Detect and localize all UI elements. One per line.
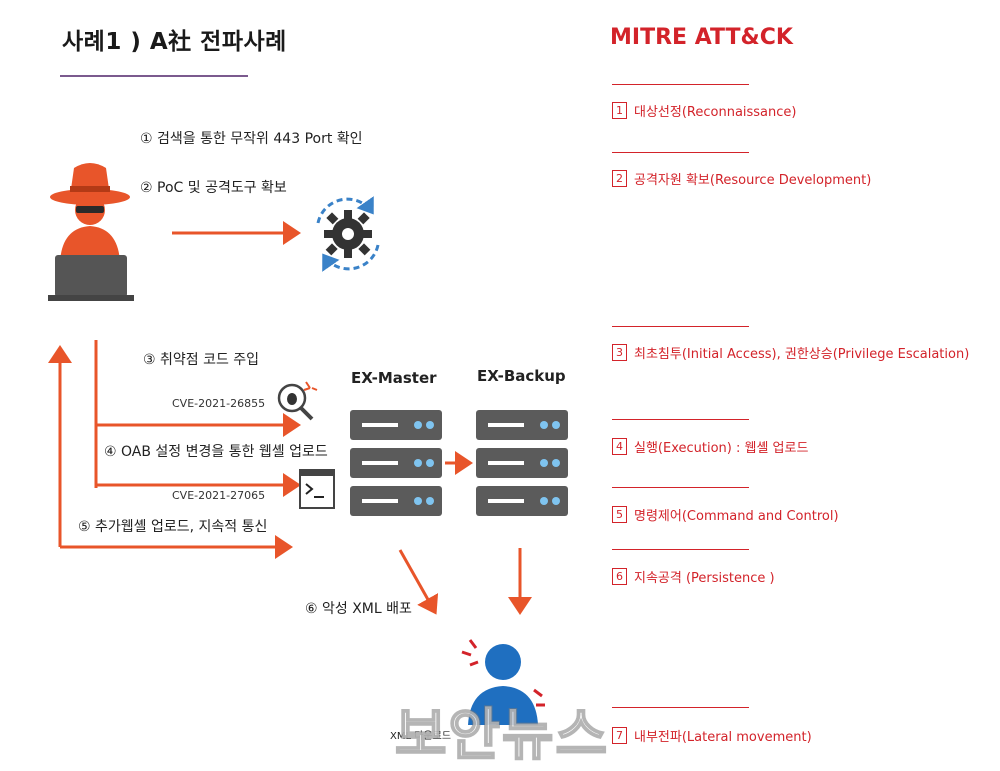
mitre-item-6: 6 지속공격 (Persistence ) [612,567,775,586]
step-3-label: ③ 취약점 코드 주입 [143,352,260,368]
mitre-num: 7 [612,727,627,744]
ex-backup-server-icon [476,410,568,516]
mitre-num: 2 [612,170,627,187]
mitre-divider [612,84,749,85]
ex-master-label: EX-Master [351,369,437,387]
mitre-label: 내부전파(Lateral movement) [634,730,812,745]
mitre-num: 1 [612,102,627,119]
xml-download-label: XML 다운로드 [390,731,452,742]
mitre-item-4: 4 실행(Execution) : 웹셸 업로드 [612,437,808,456]
mitre-divider [612,487,749,488]
mitre-divider [612,707,749,708]
watermark-logo: 보안뉴스 [394,702,610,769]
step-4-label: ④ OAB 설정 변경을 통한 웹셸 업로드 [104,444,328,460]
mitre-label: 대상선정(Reconnaissance) [634,105,797,120]
mitre-title: MITRE ATT&CK [610,25,793,50]
mitre-num: 6 [612,568,627,585]
mitre-num: 3 [612,344,627,361]
mitre-divider [612,419,749,420]
title-underline [60,75,248,77]
victim-icon [461,639,545,725]
cve-26855-label: CVE-2021-26855 [172,397,266,410]
mitre-divider [612,152,749,153]
mitre-divider [612,549,749,550]
ex-backup-label: EX-Backup [477,367,566,385]
ex-master-server-icon [350,410,442,516]
hacker-icon [48,163,134,301]
mitre-item-1: 1 대상선정(Reconnaissance) [612,101,797,120]
attack-flow-diagram [48,163,568,725]
mitre-num: 4 [612,438,627,455]
terminal-icon [299,469,335,509]
step-6-label: ⑥ 악성 XML 배포 [305,601,412,617]
step-2-label: ② PoC 및 공격도구 확보 [140,180,287,196]
mitre-item-5: 5 명령제어(Command and Control) [612,505,839,524]
mitre-label: 지속공격 (Persistence ) [634,571,775,586]
mitre-divider [612,326,749,327]
gear-icon [316,196,380,272]
mitre-item-7: 7 내부전파(Lateral movement) [612,726,812,745]
cve-27065-label: CVE-2021-27065 [172,489,266,502]
mitre-label: 최초침투(Initial Access), 권한상승(Privilege Esc… [634,347,970,362]
mitre-label: 실행(Execution) : 웹셸 업로드 [634,441,809,456]
mitre-label: 명령제어(Command and Control) [634,509,839,524]
mitre-label: 공격자원 확보(Resource Development) [634,173,872,188]
step-5-label: ⑤ 추가웹셸 업로드, 지속적 통신 [78,519,268,535]
bug-magnifier-icon [277,381,318,421]
mitre-num: 5 [612,506,627,523]
step-1-label: ① 검색을 통한 무작위 443 Port 확인 [140,131,363,147]
mitre-item-2: 2 공격자원 확보(Resource Development) [612,169,871,188]
page-title: 사례1 ) A社 전파사례 [62,29,287,55]
mitre-item-3: 3 최초침투(Initial Access), 권한상승(Privilege E… [612,343,969,362]
